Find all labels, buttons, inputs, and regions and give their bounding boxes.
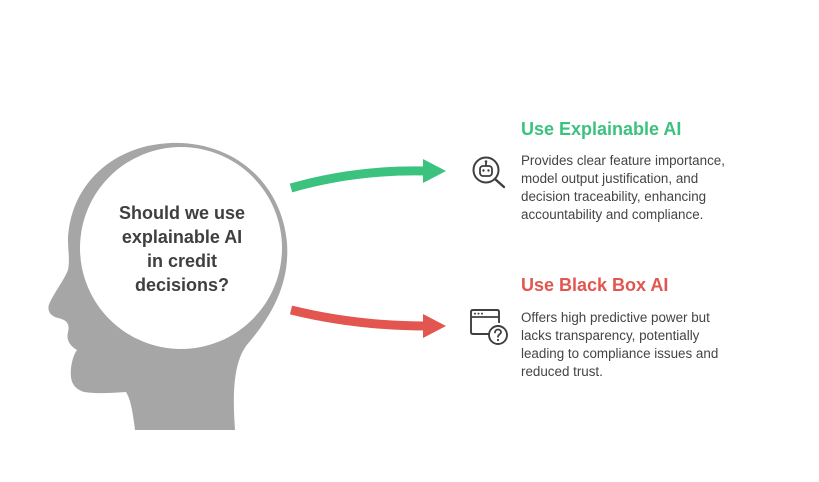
central-question: Should we use explainable AI in credit d…	[92, 201, 272, 297]
question-line: explainable AI	[121, 227, 243, 247]
option-title-explainable: Use Explainable AI	[521, 119, 682, 139]
question-line: decisions?	[134, 275, 230, 295]
question-line: Should we use	[118, 203, 246, 223]
thought-circle	[80, 147, 282, 349]
description-line: Provides clear feature importance,	[521, 153, 725, 168]
description-line: Offers high predictive power but	[521, 310, 710, 325]
robot-magnifier-icon	[472, 156, 506, 189]
description-line: model output justification, and	[521, 171, 699, 186]
option-description-explainable: Provides clear feature importance, model…	[521, 152, 766, 224]
description-line: leading to compliance issues and	[521, 346, 719, 361]
browser-question-icon	[470, 309, 508, 345]
description-line: lacks transparency, potentially	[521, 328, 700, 343]
question-line: in credit	[146, 251, 217, 271]
option-description-blackbox: Offers high predictive power but lacks t…	[521, 309, 766, 381]
arrow-blackbox	[289, 305, 427, 331]
arrow-blackbox-head	[423, 314, 446, 338]
description-line: accountability and compliance.	[521, 207, 704, 222]
arrow-explainable	[289, 166, 427, 193]
description-line: reduced trust.	[521, 364, 603, 379]
option-title-blackbox: Use Black Box AI	[521, 275, 669, 295]
arrow-explainable-head	[423, 159, 446, 183]
description-line: decision traceability, enhancing	[521, 189, 707, 204]
